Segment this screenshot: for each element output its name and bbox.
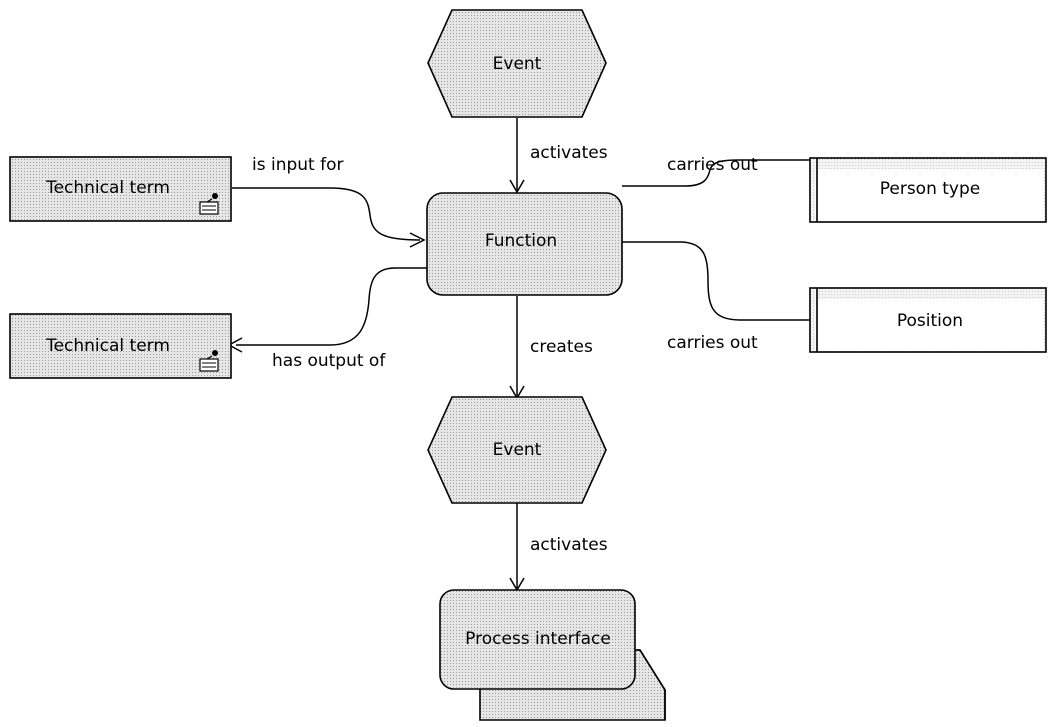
connector-input-to-function <box>232 187 421 241</box>
technical-term-input-label: Technical term <box>45 178 170 198</box>
label-has-output-of: has output of <box>272 351 386 371</box>
technical-term-input-node[interactable]: Technical term <box>9 156 232 222</box>
label-creates: creates <box>530 337 593 357</box>
technical-term-icon <box>199 350 219 372</box>
position-inner <box>818 299 1044 351</box>
label-is-input-for: is input for <box>252 155 344 175</box>
arrowhead-function-left <box>409 232 426 248</box>
connector-function-to-person-type <box>622 159 810 187</box>
process-interface-front-shape <box>439 589 636 690</box>
connector-function-to-position <box>622 241 810 321</box>
event-node-bottom[interactable]: Event <box>427 396 607 504</box>
event-top-label: Event <box>493 54 542 74</box>
function-shape <box>426 192 623 296</box>
label-activates-bottom: activates <box>530 535 608 555</box>
position-node[interactable]: Position <box>809 287 1047 353</box>
technical-term-output-node[interactable]: Technical term <box>9 313 232 379</box>
position-label: Position <box>897 311 963 331</box>
label-carries-out-position: carries out <box>667 333 758 353</box>
label-activates-top: activates <box>530 143 608 163</box>
function-node[interactable]: Function <box>426 192 623 296</box>
person-type-node[interactable]: Person type <box>809 157 1047 223</box>
technical-term-shape <box>9 156 232 222</box>
event-bottom-label: Event <box>493 440 542 460</box>
person-type-label: Person type <box>880 179 981 199</box>
connectors <box>227 118 810 592</box>
process-interface-node[interactable]: Process interface <box>439 589 666 721</box>
process-interface-label: Process interface <box>465 629 611 649</box>
function-label: Function <box>485 231 557 251</box>
technical-term-shape <box>9 313 232 379</box>
person-type-inner <box>818 169 1044 221</box>
label-carries-out-person: carries out <box>667 155 758 175</box>
arrowhead-function-top <box>509 179 525 194</box>
technical-term-output-label: Technical term <box>45 336 170 356</box>
event-shape <box>427 9 607 118</box>
connector-function-to-output <box>236 267 427 346</box>
event-node-top[interactable]: Event <box>427 9 607 118</box>
event-shape <box>427 396 607 504</box>
technical-term-icon <box>199 193 219 215</box>
